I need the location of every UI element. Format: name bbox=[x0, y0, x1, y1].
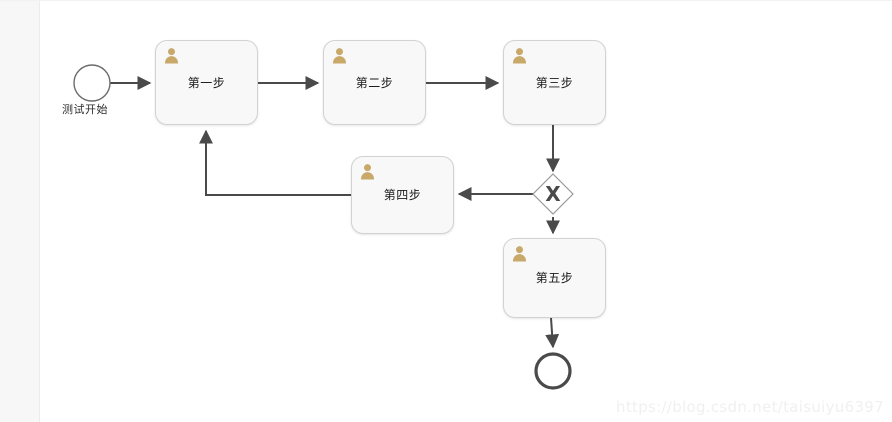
task-node-4[interactable]: 第四步 bbox=[351, 156, 454, 234]
user-icon bbox=[332, 48, 347, 64]
user-icon bbox=[164, 48, 179, 64]
task-node-1[interactable]: 第一步 bbox=[155, 40, 258, 125]
task-node-2[interactable]: 第二步 bbox=[323, 40, 426, 125]
start-event-circle[interactable] bbox=[73, 64, 111, 102]
task-label: 第三步 bbox=[535, 75, 574, 90]
flow-task5-to-end bbox=[545, 317, 560, 349]
task-label: 第五步 bbox=[535, 271, 574, 285]
task-node-5[interactable]: 第五步 bbox=[503, 238, 606, 318]
task-node-3[interactable]: 第三步 bbox=[503, 40, 606, 125]
end-event-circle[interactable] bbox=[534, 352, 572, 390]
flow-task4-to-task1 bbox=[199, 129, 351, 196]
gateway-x-icon: X bbox=[545, 182, 561, 206]
user-icon bbox=[360, 164, 375, 180]
task-label: 第二步 bbox=[355, 75, 394, 90]
user-icon bbox=[512, 48, 527, 64]
exclusive-gateway[interactable]: X bbox=[532, 173, 574, 215]
top-divider bbox=[0, 0, 892, 1]
task-label: 第一步 bbox=[187, 75, 226, 90]
watermark-text: https://blog.csdn.net/taisuiyu6397 bbox=[616, 398, 884, 416]
gateway-diamond bbox=[532, 173, 574, 215]
task-label: 第四步 bbox=[383, 188, 422, 202]
gutter-divider bbox=[39, 0, 40, 422]
user-icon bbox=[512, 246, 527, 262]
start-event-label: 测试开始 bbox=[62, 103, 108, 116]
left-gutter bbox=[0, 0, 39, 422]
